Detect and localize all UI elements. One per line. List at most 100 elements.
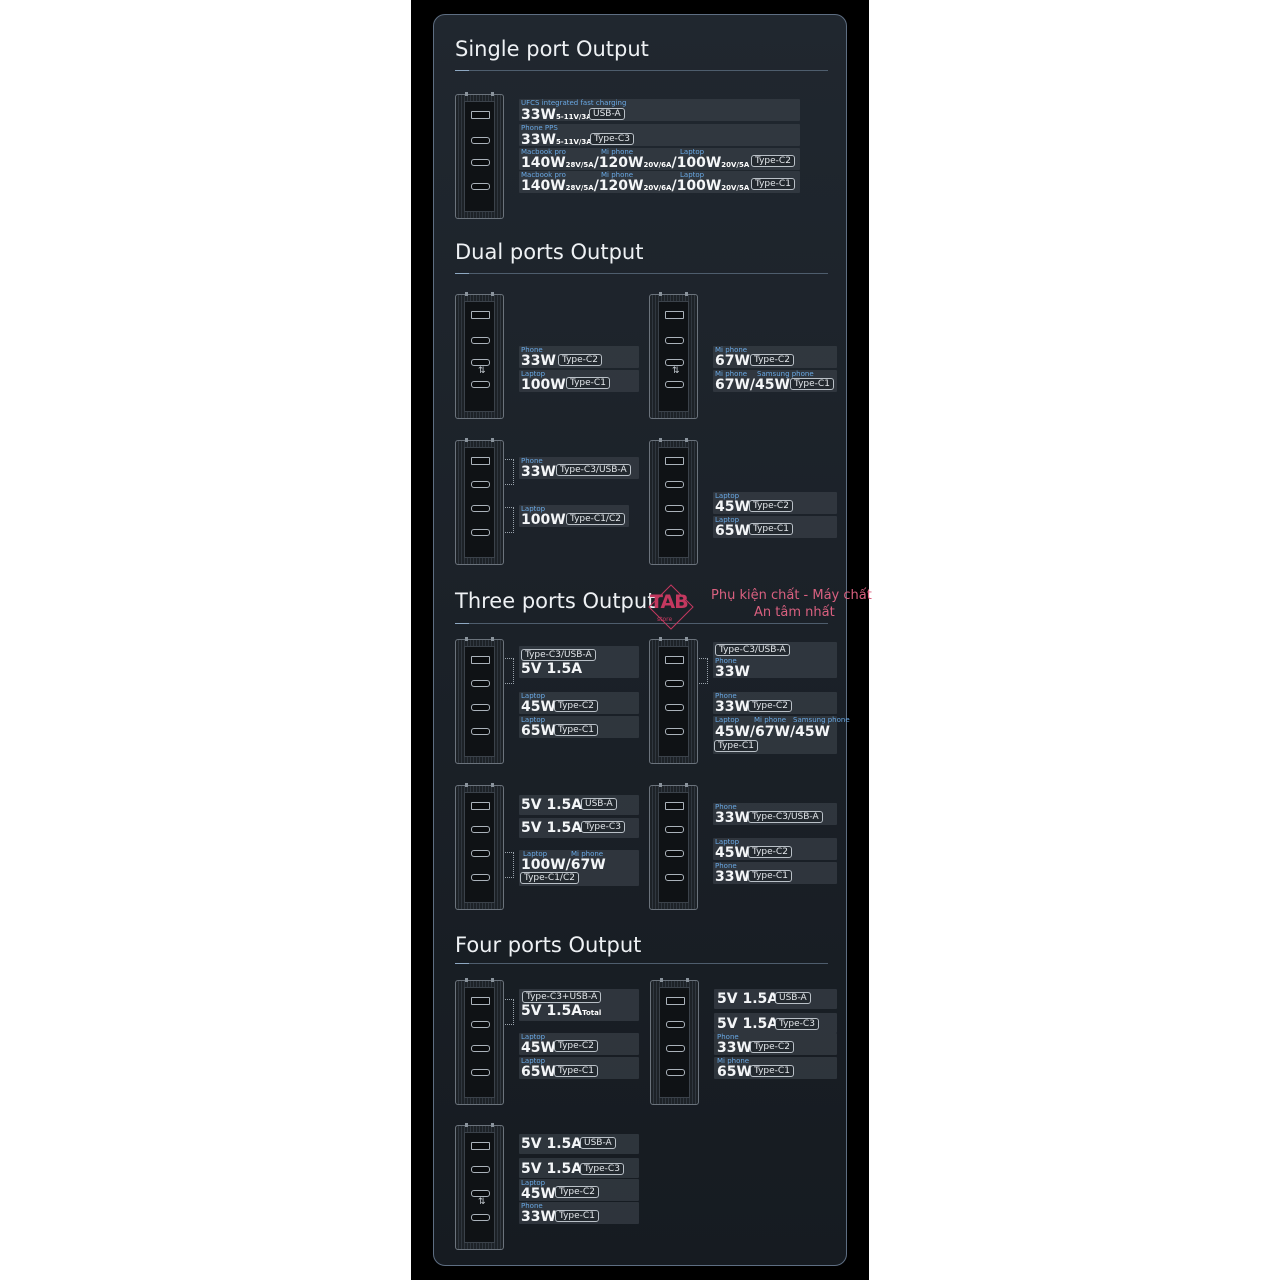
spec-row: Phone 33W Type-C3/USB-A <box>713 803 837 825</box>
spec-label: Macbook pro <box>521 148 566 156</box>
type-c1-port-icon <box>666 1069 685 1076</box>
spec-row: 5V 1.5A Type-C3 <box>519 1158 639 1178</box>
charger-device <box>455 92 504 219</box>
spec-row: Phone 33W Type-C3/USB-A <box>519 457 639 479</box>
type-c3-port-icon <box>665 826 684 833</box>
spec-watt: 33W <box>715 810 750 826</box>
port-tag: Type-C3 <box>581 821 625 833</box>
type-c1-port-icon <box>471 874 490 881</box>
spec-watt: 33W5-11V/3A <box>521 132 592 148</box>
spec-label: Laptop <box>715 838 740 846</box>
section-title-dual: Dual ports Output <box>455 240 644 264</box>
type-c2-port-icon <box>665 359 684 366</box>
spec-label: Phone <box>521 457 543 465</box>
grouping-bracket <box>699 658 708 684</box>
type-c3-port-icon <box>471 680 490 687</box>
spec-row: Phone 33W Type-C2 <box>714 1033 837 1055</box>
spec-row: Phone 33W Type-C1 <box>713 862 837 884</box>
port-tag: Type-C2 <box>750 354 794 366</box>
spec-row: Mi phone 65W Type-C1 <box>714 1057 837 1079</box>
spec-watt: 65W <box>521 723 556 739</box>
type-c2-port-icon <box>666 1045 685 1052</box>
charger-device <box>649 438 698 565</box>
charger-device <box>649 783 698 910</box>
grouping-bracket <box>505 999 514 1025</box>
spec-watt: 140W28V/5A/120W20V/6A/100W20V/5A <box>521 178 750 194</box>
type-c1-port-icon <box>665 728 684 735</box>
usb-a-port-icon <box>471 997 490 1005</box>
type-c2-port-icon <box>471 505 490 512</box>
port-tag: Type-C3 <box>590 133 634 145</box>
diamond-icon <box>648 584 694 630</box>
spec-watt: 33W <box>715 699 750 715</box>
spec-row: Laptop 65W Type-C1 <box>519 1057 639 1079</box>
port-tag: Type-C1 <box>750 1065 794 1077</box>
usb-a-port-icon <box>471 802 490 810</box>
type-c1-port-icon <box>471 529 490 536</box>
spec-label: Macbook pro <box>521 171 566 179</box>
spec-label: Mi phone <box>717 1057 750 1065</box>
spec-watt: 5V 1.5A <box>521 1136 583 1152</box>
spec-watt: 33W5-11V/3A <box>521 107 592 123</box>
charger-device: ⇅ <box>649 292 698 419</box>
spec-row: Laptop 100W Type-C1 <box>519 370 639 392</box>
spec-row: 5V 1.5A USB-A <box>519 795 639 815</box>
charger-device <box>455 783 504 910</box>
type-c3-port-icon <box>471 137 490 144</box>
port-tag: Type-C3/USB-A <box>748 811 823 823</box>
port-tag: Type-C1 <box>554 724 598 736</box>
spec-label: Laptop <box>680 171 705 179</box>
spec-row: UFCS integrated fast charging 33W5-11V/3… <box>519 99 800 123</box>
spec-row: 5V 1.5A Type-C3 <box>519 818 639 838</box>
spec-watt: 65W <box>715 523 750 539</box>
usb-a-port-icon <box>665 656 684 664</box>
spec-label: Laptop <box>521 505 546 513</box>
type-c1-port-icon <box>665 529 684 536</box>
spec-row: Laptop 100W Type-C1/C2 <box>519 505 629 527</box>
port-tag: Type-C3/USB-A <box>715 644 790 656</box>
spec-row: Mi phone Samsung phone 67W/45W Type-C1 <box>713 370 837 392</box>
type-c3-port-icon <box>471 1021 490 1028</box>
swap-arrow-icon: ⇅ <box>478 1197 486 1207</box>
spec-watt: 33W <box>521 353 556 369</box>
port-tag: Type-C1 <box>749 523 793 535</box>
store-logo: TAB store <box>647 583 695 631</box>
spec-watt: 5V 1.5A <box>717 991 779 1007</box>
type-c1-port-icon <box>665 381 684 388</box>
type-c2-port-icon <box>471 1190 490 1197</box>
port-tag: Type-C3+USB-A <box>522 991 602 1003</box>
type-c3-port-icon <box>471 1166 490 1173</box>
spec-row: Laptop 45W Type-C2 <box>713 838 837 860</box>
spec-row: Laptop Mi phone 100W/67W Type-C1/C2 <box>519 850 639 886</box>
spec-row: Phone 33W Type-C1 <box>519 1202 639 1224</box>
usb-a-port-icon <box>471 1142 490 1150</box>
spec-watt: 5V 1.5A <box>521 1161 583 1177</box>
spec-watt: 45W <box>521 699 556 715</box>
spec-row: Phone 33W Type-C2 <box>713 692 837 714</box>
usb-a-port-icon <box>471 457 490 465</box>
grouping-bracket <box>505 658 514 684</box>
spec-watt: 100W <box>521 512 566 528</box>
type-c3-port-icon <box>665 680 684 687</box>
port-tag: USB-A <box>775 992 811 1004</box>
spec-label: Samsung phone <box>793 716 850 724</box>
spec-watt: 5V 1.5A <box>717 1016 779 1032</box>
port-tag: Type-C1 <box>748 870 792 882</box>
charger-device <box>455 438 504 565</box>
port-tag: Type-C3/USB-A <box>556 464 631 476</box>
grouping-bracket <box>505 459 514 485</box>
spec-watt: 45W <box>715 845 750 861</box>
section-title-four: Four ports Output <box>455 933 642 957</box>
port-tag: Type-C1/C2 <box>520 872 579 884</box>
spec-label: Phone PPS <box>521 124 558 132</box>
watermark-tagline: An tâm nhất <box>754 605 835 620</box>
spec-watt: 45W/67W/45W <box>715 724 831 740</box>
spec-watt: 33W <box>521 464 556 480</box>
usb-a-port-icon <box>471 311 490 319</box>
port-tag: Type-C1 <box>714 740 758 752</box>
spec-watt: 5V 1.5A <box>521 797 583 813</box>
swap-arrow-icon: ⇅ <box>672 366 680 376</box>
type-c1-port-icon <box>471 1214 490 1221</box>
type-c1-port-icon <box>471 183 490 190</box>
spec-watt: 100W <box>521 377 566 393</box>
